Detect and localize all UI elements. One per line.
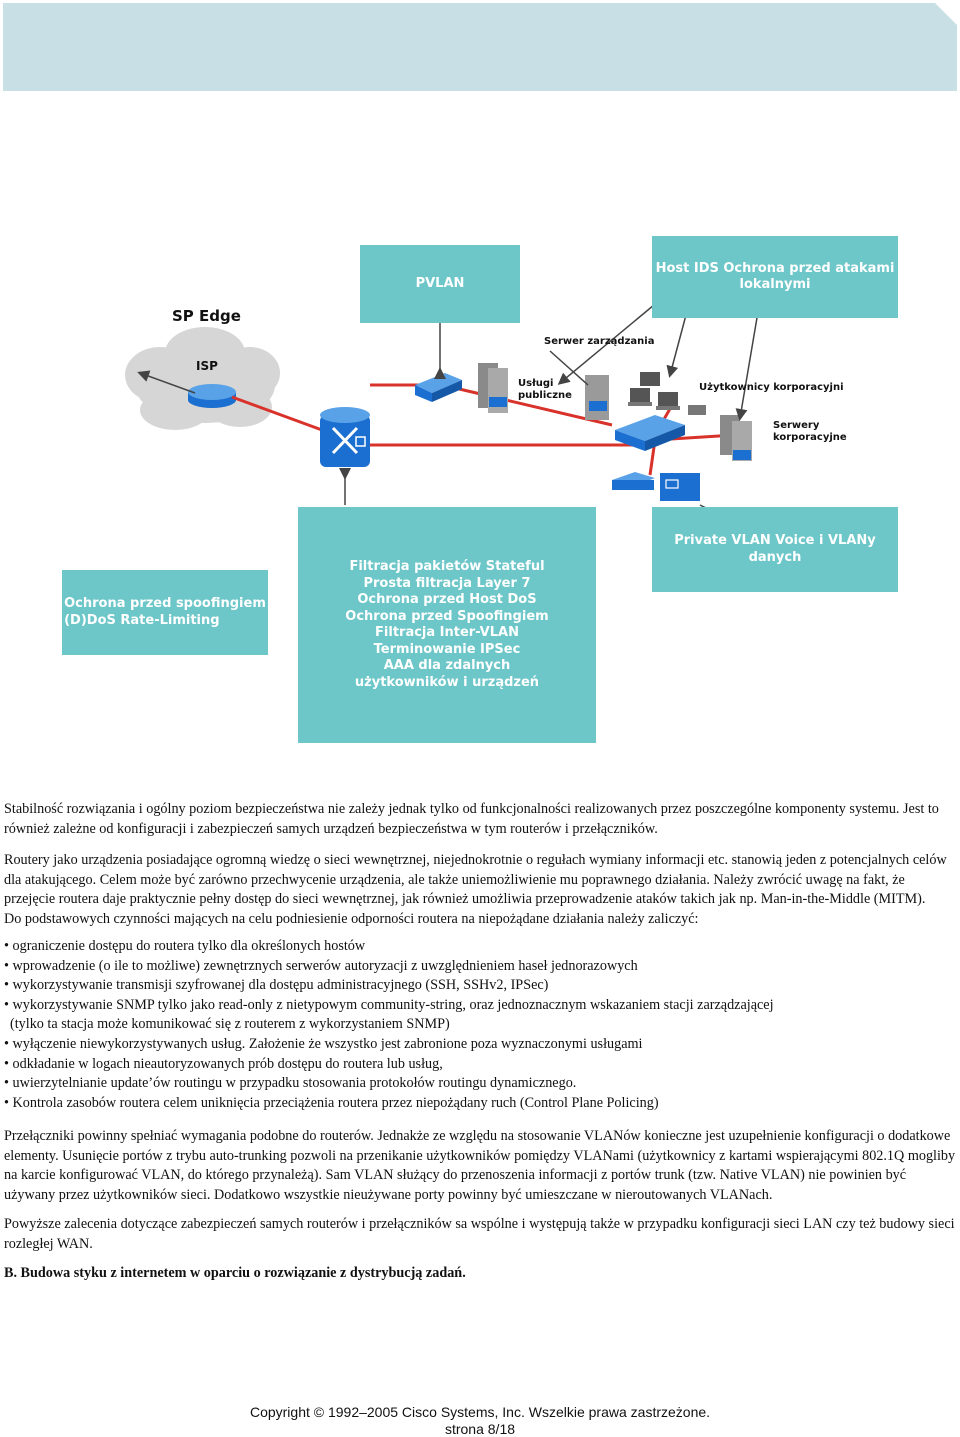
paragraph-stability: Stabilność rozwiązania i ogólny poziom b… (4, 801, 939, 837)
public-services-label-line: publiczne (518, 390, 572, 401)
corporate-servers-icon (720, 415, 752, 461)
body-text: Stabilność rozwiązania i ogólny poziom b… (4, 800, 956, 1284)
pvlan-switch-icon (415, 373, 462, 402)
paragraph-routers: Routery jako urządzenia posiadające ogro… (4, 852, 947, 907)
pvlan-box: PVLAN (360, 245, 520, 323)
filtering-box-line: AAA dla zdalnych (383, 658, 511, 673)
list-item: wyłączenie niewykorzystywanych usług. Za… (4, 1035, 956, 1055)
isp-label: ISP (196, 359, 218, 373)
paragraph-common-recommendations: Powyższe zalecenia dotyczące zabezpiecze… (4, 1216, 955, 1252)
diagram-graphics (125, 277, 761, 536)
corporate-users-label: Użytkownicy korporacyjni (699, 382, 844, 393)
host-ids-box-line: lokalnymi (739, 277, 811, 292)
list-item-continuation: (tylko ta stacja może komunikować się z … (10, 1016, 450, 1033)
firewall-icon (320, 407, 370, 467)
host-ids-box-line: Host IDS Ochrona przed atakami (655, 260, 895, 276)
management-server-icon (585, 375, 609, 420)
private-vlan-box-line: danych (748, 549, 802, 565)
corporate-servers-label-line: korporacyjne (773, 432, 847, 443)
filtering-box-line: Filtracja Inter-VLAN (375, 625, 519, 640)
management-server-label: Serwer zarządzania (544, 336, 655, 347)
sp-edge-label: SP Edge (172, 307, 241, 325)
list-item: ograniczenie dostępu do routera tylko dl… (4, 937, 956, 957)
router-hardening-list: ograniczenie dostępu do routera tylko dl… (4, 937, 956, 1113)
spoofing-box-line: Ochrona przed spoofingiem (64, 596, 266, 611)
list-item: odkładanie w logach nieautoryzowanych pr… (4, 1055, 956, 1075)
network-diagram: SP Edge ISP PVLAN Host IDS Ochrona przed… (0, 225, 960, 750)
section-heading: B. Budowa styku z internetem w oparciu o… (4, 1265, 466, 1282)
host-ids-arrow-1 (557, 299, 661, 385)
host-ids-arrow-3 (735, 299, 761, 421)
paragraph-basic-actions: Do podstawowych czynności mających na ce… (4, 910, 699, 927)
filtering-box-line: Ochrona przed Host DoS (357, 592, 537, 607)
paragraph-switches: Przełączniki powinny spełniać wymagania … (4, 1128, 956, 1203)
public-servers-icon (478, 363, 508, 413)
core-switch-icon (615, 415, 685, 451)
filtering-box: Filtracja pakietów Stateful Prosta filtr… (298, 507, 596, 743)
spoofing-box-line: (D)DoS Rate-Limiting (64, 612, 220, 628)
list-item: wprowadzenie (o ile to możliwe) zewnętrz… (4, 957, 956, 977)
corporate-users-icon (628, 372, 706, 415)
list-item: Kontrola zasobów routera celem uniknięci… (4, 1094, 956, 1114)
pvlan-box-line: PVLAN (415, 275, 465, 291)
isp-router-icon (188, 384, 236, 408)
list-item: wykorzystywanie transmisji szyfrowanej d… (4, 976, 956, 996)
internet-arrow (137, 370, 196, 394)
header-page-fold (935, 3, 957, 25)
list-item: uwierzytelnianie update’ów routingu w pr… (4, 1074, 956, 1094)
spoofing-box: Ochrona przed spoofingiem (D)DoS Rate-Li… (62, 570, 268, 655)
filtering-box-line: użytkowników i urządzeń (354, 674, 540, 690)
public-services-label: Usługi publiczne (518, 378, 572, 402)
management-arrow (549, 350, 589, 386)
footer-copyright: Copyright © 1992–2005 Cisco Systems, Inc… (249, 1404, 711, 1420)
filtering-box-line: Ochrona przed Spoofingiem (345, 608, 549, 624)
corporate-servers-label-line: Serwery (773, 420, 820, 431)
private-vlan-box-line: Private VLAN Voice i VLANy (674, 533, 876, 548)
filtering-box-line: Prosta filtracja Layer 7 (363, 575, 531, 591)
list-item: wykorzystywanie SNMP tylko jako read-onl… (4, 996, 956, 1016)
filtering-box-line: Filtracja pakietów Stateful (349, 559, 545, 574)
public-services-label-line: Usługi (518, 378, 554, 389)
corporate-servers-label: Serwery korporacyjne (773, 420, 847, 444)
private-vlan-box: Private VLAN Voice i VLANy danych (652, 507, 898, 592)
filtering-box-line: Terminowanie IPSec (373, 641, 521, 657)
isp-cloud (125, 327, 280, 430)
host-ids-box: Host IDS Ochrona przed atakami lokalnymi (652, 236, 898, 318)
footer-page-number: strona 8/18 (444, 1421, 516, 1437)
voice-switch-icon (612, 472, 700, 501)
header-band (3, 3, 957, 91)
